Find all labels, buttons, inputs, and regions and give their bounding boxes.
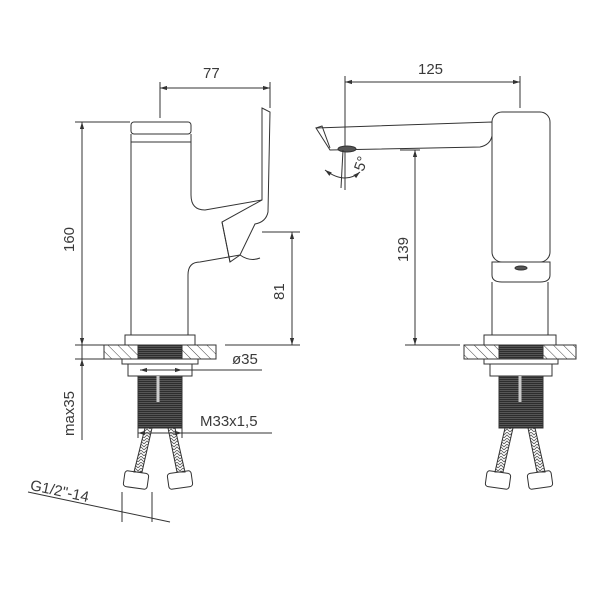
- dim-139: 139: [395, 236, 412, 262]
- dim-125: 125: [418, 61, 444, 78]
- dim-77: 77: [203, 65, 220, 82]
- dim-max35: max35: [61, 390, 78, 436]
- dim-thread-m33: M33x1,5: [200, 413, 258, 430]
- dim-160: 160: [61, 226, 78, 252]
- dim-diameter-35: ø35: [232, 351, 258, 368]
- dim-81: 81: [271, 283, 288, 300]
